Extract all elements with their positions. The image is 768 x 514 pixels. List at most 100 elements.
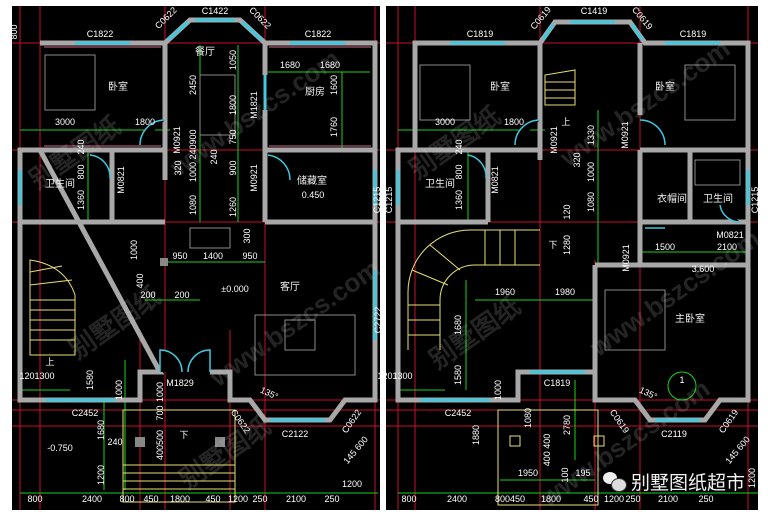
dimension-label: 1680 <box>280 60 300 70</box>
doors <box>89 119 291 373</box>
dimension-label: C2122 <box>282 429 309 439</box>
dimension-label: 1580 <box>85 370 95 390</box>
dimension-label: M0821 <box>716 230 744 240</box>
staircase-left <box>29 259 76 356</box>
dimension-label: C2119 <box>661 429 687 439</box>
dimension-label: M0921 <box>620 121 630 149</box>
room-label: 主卧室 <box>675 312 705 325</box>
dimension-label: 1680 <box>96 420 106 440</box>
dimension-label: 3.600 <box>692 264 715 274</box>
dimension-label: 1600 <box>329 75 339 95</box>
dimension-lines <box>398 110 758 494</box>
dimension-label: 120 <box>562 204 572 219</box>
dimension-label: 上 <box>561 117 570 127</box>
room-label: 衣帽间 <box>657 192 687 205</box>
dimension-label: 800450 <box>495 494 525 504</box>
dimension-label: 1360 <box>454 190 464 210</box>
dimension-label: 0.450 <box>302 190 325 200</box>
dimension-label: 1 <box>679 375 684 385</box>
dimension-label: M0921 <box>172 126 182 154</box>
dimension-label: 200 <box>174 290 189 300</box>
dimension-label: 1580 <box>453 365 463 385</box>
dimension-label: 320 <box>572 152 582 167</box>
right-plan <box>386 6 758 510</box>
dimension-label: M1821 <box>249 91 259 119</box>
dimension-label: M0921 <box>249 164 259 192</box>
dimension-label: 1400 <box>203 251 223 261</box>
dimension-label: 2100 <box>658 494 678 504</box>
left-plan <box>12 6 380 510</box>
windows <box>18 18 377 422</box>
staircase-upper <box>544 69 576 106</box>
dimension-label: M0921 <box>549 126 559 154</box>
dimension-label: 2780 <box>562 415 572 435</box>
dimension-label: 200 <box>140 290 155 300</box>
dimension-label: 450 <box>583 494 598 504</box>
room-label: 卫生间 <box>425 177 455 190</box>
wechat-icon <box>603 471 627 492</box>
brand-watermark: 别墅图纸超市 <box>603 468 745 495</box>
dimension-label: 1950 <box>518 468 538 478</box>
dimension-label: 1880 <box>471 425 481 445</box>
dimension-label: C1419 <box>581 6 608 16</box>
dimension-label: 240 <box>188 144 198 159</box>
dimension-label: 800 <box>119 494 134 504</box>
dimension-label: 1201300 <box>377 371 412 381</box>
dimension-label: C1822 <box>87 29 114 39</box>
dimension-label: 1000 <box>493 380 503 400</box>
dimension-label: C2452 <box>445 408 472 418</box>
dimension-label: 1360 <box>76 190 86 210</box>
interior-walls <box>398 43 748 400</box>
dimension-label: 1800 <box>541 494 561 504</box>
dimension-label: 450 <box>143 494 158 504</box>
dimension-label: 3000 <box>55 117 75 127</box>
dimension-label: 1000 <box>155 382 165 402</box>
room-label: 储藏室 <box>297 174 327 187</box>
dimension-label: 900 <box>188 129 198 144</box>
dimension-label: 750 <box>228 129 238 144</box>
dimension-label: C1215 <box>750 187 760 214</box>
dimension-label: 800 <box>401 494 416 504</box>
dimension-label: 250 <box>252 494 267 504</box>
dimension-label: 1200 <box>342 479 362 489</box>
dimension-label: C1819 <box>680 29 707 39</box>
dimension-label: 1800 <box>170 494 190 504</box>
dimension-label: 240 <box>76 139 86 154</box>
dimension-label: 1500 <box>655 242 675 252</box>
room-label: 卧室 <box>108 80 128 93</box>
room-label: 餐厅 <box>195 45 215 58</box>
dimension-label: 1000 <box>129 240 139 260</box>
exterior-walls <box>395 19 751 423</box>
dimension-label: 800 <box>76 164 86 179</box>
dimension-label: C1819 <box>467 29 494 39</box>
dimension-label: 1330 <box>586 125 596 145</box>
dimension-label: 950 <box>242 251 257 261</box>
room-label: 卫生间 <box>45 177 75 190</box>
dimension-label: 400500 <box>155 430 165 460</box>
dimension-label: 320 <box>173 160 183 175</box>
dimension-label: 250 <box>324 494 339 504</box>
dimension-label: M1829 <box>166 378 194 388</box>
doors <box>467 119 741 229</box>
furniture <box>419 64 741 506</box>
dimension-label: 700 <box>155 405 165 420</box>
dimension-label: C1215 <box>372 187 382 214</box>
dimension-label: 1080 <box>523 408 533 428</box>
dimension-label: 800 <box>454 164 464 179</box>
dimension-label: M0821 <box>116 166 126 194</box>
dimension-label: 1800 <box>504 117 524 127</box>
dimension-label: 1201300 <box>19 371 54 381</box>
room-label: 卧室 <box>655 80 675 93</box>
dimension-label: 2400 <box>82 494 102 504</box>
dimension-label: C1215 <box>384 187 394 214</box>
dimension-label: 1080 <box>188 195 198 215</box>
dimension-label: C1822 <box>305 29 332 39</box>
room-label: 客厅 <box>280 280 300 293</box>
dimension-label: 上 <box>45 357 54 367</box>
dimension-label: -0.750 <box>47 443 73 453</box>
dimension-label: ±0.000 <box>221 284 248 294</box>
dimension-label: 800 <box>27 494 42 504</box>
dimension-label: 1280 <box>562 235 572 255</box>
